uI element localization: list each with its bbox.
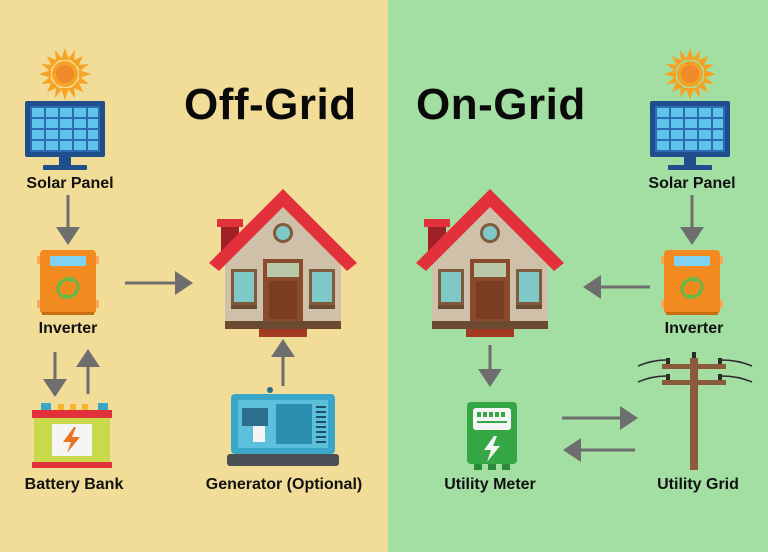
- off-grid-solar-panel-label: Solar Panel: [26, 175, 114, 192]
- generator-icon: [227, 387, 339, 466]
- sun-icon: [664, 48, 716, 100]
- off-grid-inverter-label: Inverter: [38, 320, 98, 337]
- utility-meter-icon: [467, 402, 517, 470]
- sun-icon: [39, 48, 91, 100]
- utility-grid-label: Utility Grid: [657, 476, 739, 493]
- on-grid-title: On-Grid: [416, 80, 586, 129]
- battery-icon: [32, 403, 112, 468]
- on-grid-inverter-label: Inverter: [664, 320, 724, 337]
- inverter-icon: [35, 248, 101, 317]
- utility-pole-icon: [637, 352, 753, 470]
- on-grid-solar-panel: [650, 48, 730, 170]
- utility-meter-label: Utility Meter: [444, 476, 536, 493]
- off-grid-solar-panel: [25, 48, 105, 170]
- on-grid-solar-panel-label: Solar Panel: [648, 175, 736, 192]
- off-grid-title: Off-Grid: [184, 80, 357, 129]
- battery-bank-label: Battery Bank: [24, 476, 124, 493]
- solar-panel-icon: [650, 101, 730, 170]
- on-grid-house-icon: [416, 189, 564, 337]
- generator-label: Generator (Optional): [205, 476, 363, 493]
- inverter-icon: [659, 248, 725, 317]
- solar-panel-icon: [25, 101, 105, 170]
- off-grid-house-icon: [209, 189, 357, 337]
